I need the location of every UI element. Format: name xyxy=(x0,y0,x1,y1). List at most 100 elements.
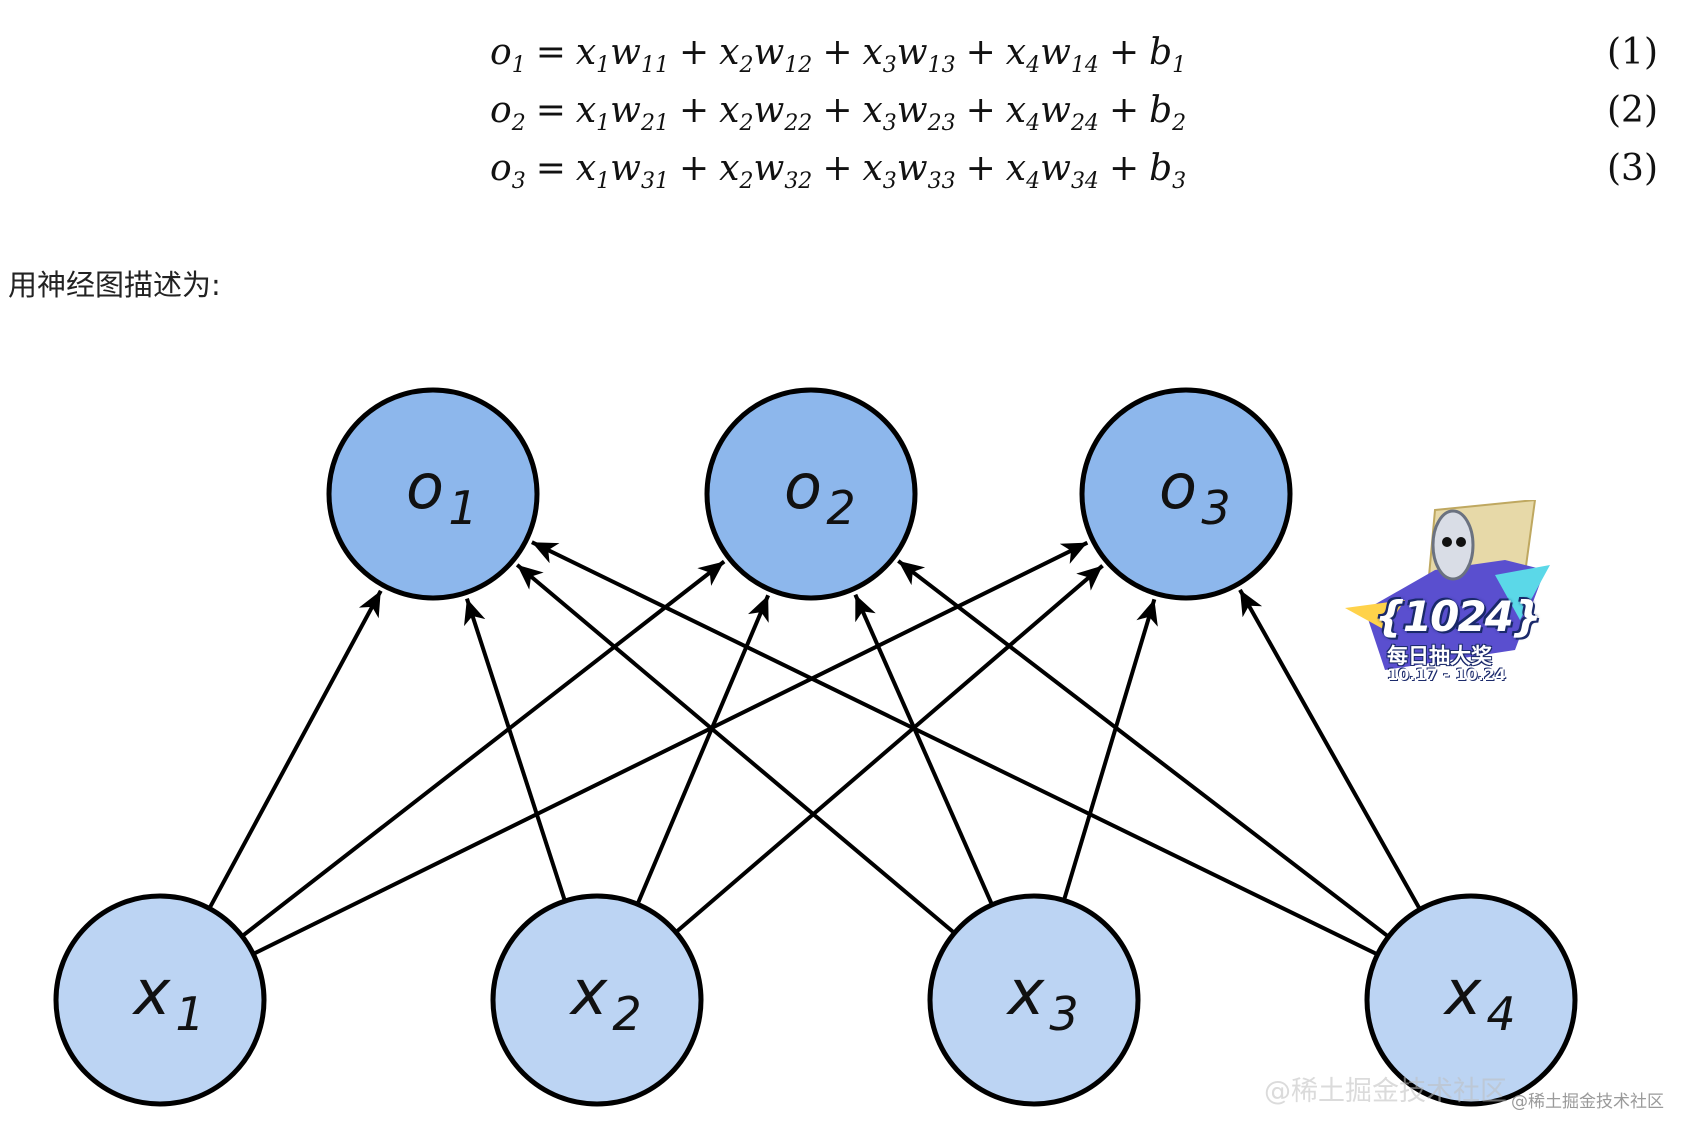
term-input: x xyxy=(719,90,740,131)
input-node-subscript: 1 xyxy=(175,987,204,1041)
term-weight-subscript: 13 xyxy=(927,53,956,79)
event-badge[interactable]: {1024} 每日抽大奖 10.17 - 10.24 xyxy=(1345,498,1555,690)
equation: o3=x1w31+x2w32+x3w33+x4w34+b3 xyxy=(490,140,1186,211)
term-weight: w xyxy=(753,148,785,189)
connection-arrow xyxy=(207,589,383,910)
connection-arrow xyxy=(1062,598,1158,901)
equation-bias-subscript: 1 xyxy=(1172,53,1187,79)
term-weight: w xyxy=(610,148,641,189)
plus-sign: + xyxy=(822,32,853,73)
input-node-label: x xyxy=(1006,956,1046,1029)
connection-arrow xyxy=(252,540,1089,956)
term-input: x xyxy=(862,148,883,189)
input-node-circle xyxy=(927,893,1141,1107)
term-input-subscript: 2 xyxy=(739,111,754,137)
connection-arrow xyxy=(464,598,567,902)
term-input-subscript: 4 xyxy=(1026,53,1041,79)
term-weight-subscript: 12 xyxy=(784,53,813,79)
input-node-label: x xyxy=(132,956,172,1029)
output-node-label: o xyxy=(784,450,822,523)
caption: 用神经图描述为: xyxy=(8,268,221,302)
plus-sign: + xyxy=(965,32,996,73)
term-weight: w xyxy=(896,90,928,131)
term-weight: w xyxy=(610,32,641,73)
watermark: @稀土掘金技术社区 xyxy=(1511,1092,1664,1112)
term-input: x xyxy=(719,148,740,189)
badge-graphic xyxy=(1345,498,1550,670)
plus-sign: + xyxy=(1108,148,1140,189)
term-input-subscript: 3 xyxy=(882,169,897,195)
equation-lhs: o xyxy=(490,148,512,189)
plus-sign: + xyxy=(679,90,710,131)
term-input: x xyxy=(1005,32,1027,73)
plus-sign: + xyxy=(965,148,996,189)
equals-sign: = xyxy=(535,90,566,131)
term-input-subscript: 1 xyxy=(596,53,611,79)
plus-sign: + xyxy=(1108,90,1140,131)
input-node-circle xyxy=(53,893,267,1107)
connection-arrow xyxy=(240,559,726,938)
equation-lhs: o xyxy=(490,90,512,131)
plus-sign: + xyxy=(965,90,996,131)
term-weight-subscript: 33 xyxy=(927,169,956,195)
term-input: x xyxy=(575,32,597,73)
connection-arrow xyxy=(515,563,956,935)
equation: o2=x1w21+x2w22+x3w23+x4w24+b2 xyxy=(490,82,1186,153)
input-node-circle xyxy=(1364,893,1578,1107)
term-input-subscript: 2 xyxy=(739,53,754,79)
output-node-circle xyxy=(1079,387,1293,601)
equation-bias: b xyxy=(1149,90,1173,131)
input-node-subscript: 3 xyxy=(1049,987,1078,1041)
input-node-subscript: 2 xyxy=(612,987,641,1041)
term-input-subscript: 1 xyxy=(596,111,611,137)
plus-sign: + xyxy=(822,148,853,189)
connection-arrow xyxy=(853,593,994,906)
plus-sign: + xyxy=(1108,32,1140,73)
term-input: x xyxy=(862,90,883,131)
equation-row: o1=x1w11+x2w12+x3w13+x4w14+b1(1) xyxy=(0,24,1692,82)
output-node-circle xyxy=(326,387,540,601)
term-input-subscript: 1 xyxy=(596,169,611,195)
term-weight-subscript: 34 xyxy=(1070,169,1099,195)
term-weight-subscript: 32 xyxy=(784,169,813,195)
equation-bias-subscript: 3 xyxy=(1172,169,1187,195)
term-weight: w xyxy=(753,90,785,131)
term-weight: w xyxy=(1040,148,1071,189)
equation-block: o1=x1w11+x2w12+x3w13+x4w14+b1(1)o2=x1w21… xyxy=(0,0,1692,220)
equation-lhs: o xyxy=(490,32,512,73)
term-input: x xyxy=(719,32,740,73)
term-input: x xyxy=(575,90,597,131)
connection-arrow xyxy=(674,564,1104,934)
output-node-subscript: 2 xyxy=(826,481,855,535)
term-input: x xyxy=(575,148,597,189)
equation-number: (1) xyxy=(1607,32,1658,73)
equation-number: (2) xyxy=(1607,90,1658,131)
term-weight: w xyxy=(1040,90,1071,131)
equation: o1=x1w11+x2w12+x3w13+x4w14+b1 xyxy=(490,24,1186,95)
equation-lhs-subscript: 2 xyxy=(511,111,526,137)
term-input-subscript: 2 xyxy=(739,169,754,195)
term-weight-subscript: 11 xyxy=(641,53,669,79)
term-weight: w xyxy=(1040,32,1071,73)
term-input-subscript: 4 xyxy=(1026,111,1041,137)
badge-title: 每日抽大奖 xyxy=(1387,644,1492,668)
equation-number: (3) xyxy=(1607,148,1658,189)
connection-arrow xyxy=(897,559,1390,939)
term-input-subscript: 4 xyxy=(1026,169,1041,195)
term-weight-subscript: 24 xyxy=(1070,111,1099,137)
plus-sign: + xyxy=(822,90,853,131)
plus-sign: + xyxy=(679,32,710,73)
badge-date: 10.17 - 10.24 xyxy=(1387,665,1506,684)
input-node-label: x xyxy=(1443,956,1483,1029)
equation-row: o2=x1w21+x2w22+x3w23+x4w24+b2(2) xyxy=(0,82,1692,140)
